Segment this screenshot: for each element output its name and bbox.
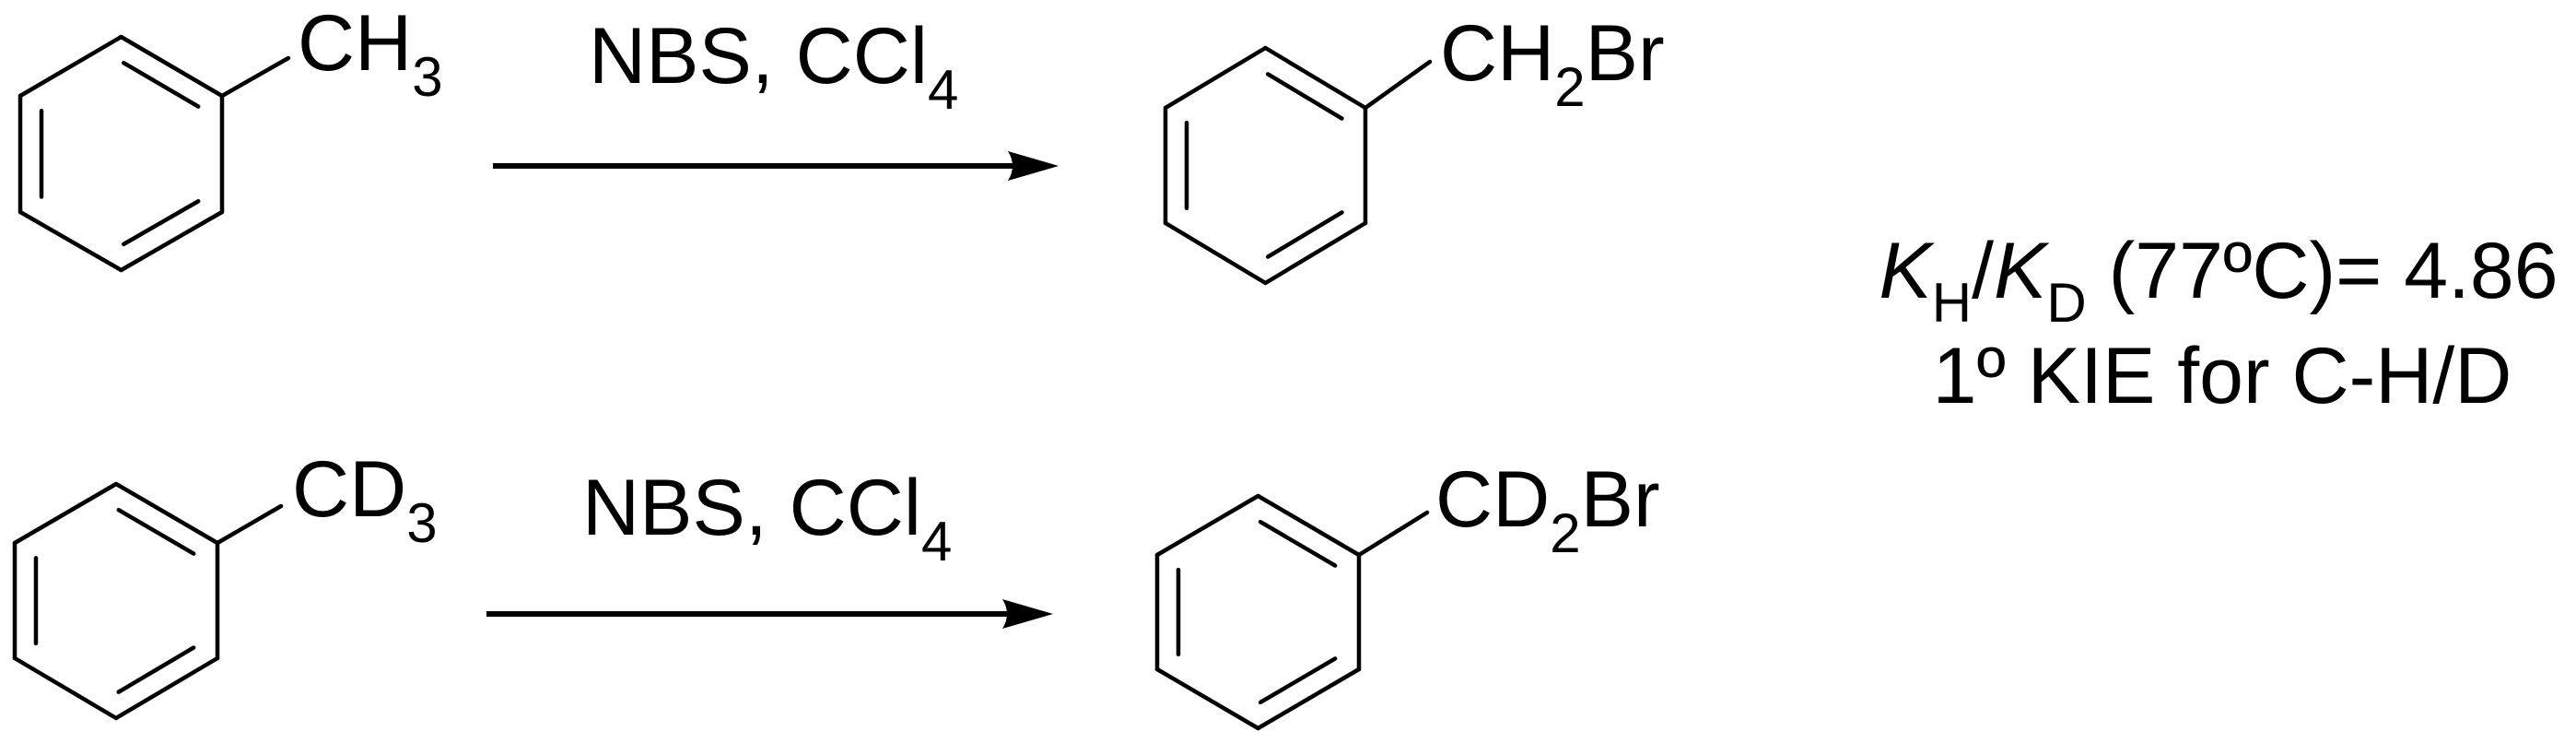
toluene-d3-ring-double-bond	[116, 507, 196, 556]
toluene-ring-bond	[119, 34, 225, 99]
toluene-ring-bond	[18, 34, 123, 99]
toluene-ring-substituent-bond	[219, 55, 291, 99]
reaction-1: CH3 NBS, CCl4 CH2Br	[298, 0, 1665, 181]
toluene-d3-ring-bond	[113, 655, 220, 721]
reaction-arrow-1	[493, 151, 1059, 181]
product-2-label: CD2Br	[1435, 455, 1660, 564]
toluene-ring-double-bond	[121, 60, 201, 109]
reactant-1-label: CH3	[298, 0, 443, 108]
kie-ratio: KH/KD (77ºC)= 4.86	[1879, 227, 2558, 334]
benzyl-bromide-ring-bond	[1263, 45, 1368, 111]
benzyl-bromide-ring-bond	[1163, 45, 1268, 111]
benzyl-bromide-d2-ring-bond	[1256, 666, 1362, 731]
toluene-d3-ring-double-bond	[116, 645, 196, 694]
benzyl-bromide-d2-ring-bond	[1154, 666, 1260, 731]
kie-annotation: KH/KD (77ºC)= 4.86 1º KIE for C-H/D	[1879, 227, 2558, 420]
reagent-2-label: NBS, CCl4	[582, 464, 952, 572]
benzyl-bromide-ring-double-bond	[1265, 210, 1344, 259]
reaction-arrow-2	[486, 599, 1053, 629]
benzyl-bromide-d2-ring-bond	[1256, 493, 1362, 558]
benzyl-bromide-d2-ring-bond	[1154, 493, 1260, 558]
toluene-ring-bond	[18, 209, 123, 273]
reagent-1-label: NBS, CCl4	[589, 12, 958, 121]
toluene-d3-ring-substituent-bond	[215, 503, 284, 546]
toluene-ring-bond	[119, 209, 225, 273]
benzyl-bromide-ring-bond	[1163, 220, 1268, 286]
toluene-d3-ring-bond	[113, 481, 220, 546]
benzyl-bromide-d2-ring-double-bond	[1258, 519, 1338, 568]
toluene-d3-ring-bond	[12, 655, 119, 721]
benzyl-bromide-ring-substituent-bond	[1363, 59, 1433, 111]
product-1-label: CH2Br	[1440, 9, 1665, 118]
benzyl-bromide-ring-double-bond	[1265, 72, 1344, 121]
reactant-2-label: CD3	[292, 445, 438, 554]
benzyl-bromide-d2-ring-double-bond	[1258, 656, 1338, 705]
benzyl-bromide-ring-bond	[1263, 220, 1368, 286]
toluene-ring-double-bond	[122, 199, 201, 247]
toluene-d3-ring-bond	[12, 481, 119, 546]
kie-description: 1º KIE for C-H/D	[1933, 332, 2512, 420]
benzyl-bromide-d2-ring-substituent-bond	[1356, 510, 1430, 558]
reaction-2: CD3 NBS, CCl4 CD2Br	[292, 445, 1660, 629]
benzene-rings	[12, 34, 1433, 731]
